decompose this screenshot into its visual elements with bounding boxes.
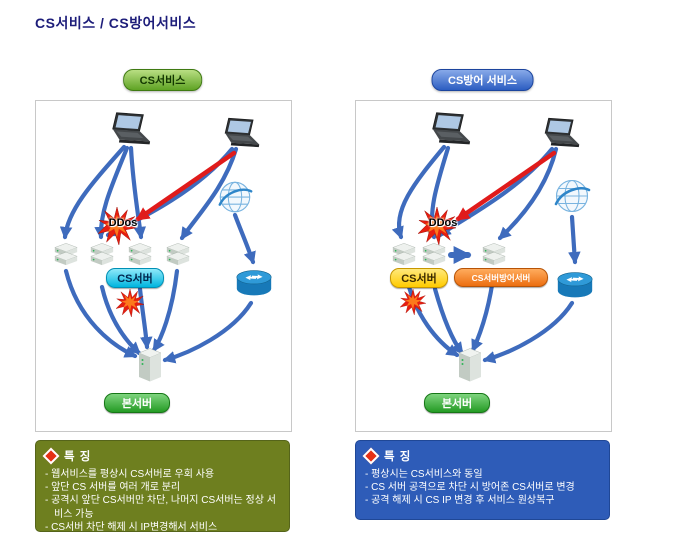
client-laptop-icon <box>112 112 151 145</box>
cs-server-label: CS서버 <box>106 268 164 288</box>
cs-server-cluster-icon <box>128 242 152 266</box>
feature-marker-icon <box>362 447 380 465</box>
feature-header-label: 특 징 <box>64 451 92 463</box>
diagram-panel-cs-service: DDos CS서버 본서버 <box>35 100 292 432</box>
cs-server-cluster-icon <box>422 242 446 266</box>
feature-box-cs-defense: 특 징 평상시는 CS서비스와 동일 CS 서버 공격으로 차단 시 방어존 C… <box>355 440 610 520</box>
column-cs-defense-service: CS방어 서비스 <box>355 0 612 555</box>
cs-server-cluster-icon <box>54 242 78 266</box>
page-title: CS서비스 / CS방어서비스 <box>35 15 197 31</box>
cs-server-label: CS서버 <box>390 268 448 288</box>
ddos-label: DDos <box>108 217 138 229</box>
feature-item: CS 서버 공격으로 차단 시 방어존 CS서버로 변경 <box>365 481 600 494</box>
diagram-panel-cs-defense: DDos CS서버 CS서버방어서버 본서버 <box>355 100 612 432</box>
block-burst-icon <box>400 289 426 315</box>
cs-server-cluster-icon <box>90 242 114 266</box>
internet-globe-icon <box>218 181 253 214</box>
attack-arrow <box>135 150 237 222</box>
ddos-label: DDos <box>428 217 458 229</box>
main-server-label: 본서버 <box>424 393 490 413</box>
panel-header-cs-service: CS서비스 <box>122 69 203 91</box>
feature-marker-icon <box>42 447 60 465</box>
feature-header: 특 징 <box>362 447 600 465</box>
feature-item: 공격시 앞단 CS서버만 차단, 나머지 CS서버는 정상 서비스 가능 <box>45 494 280 520</box>
panel-header-cs-defense: CS방어 서비스 <box>431 69 534 91</box>
feature-item: 평상시는 CS서비스와 동일 <box>365 468 600 481</box>
defense-server-cluster-icon <box>482 242 506 266</box>
column-cs-service: CS서비스 <box>35 0 292 555</box>
defense-server-label: CS서버방어서버 <box>454 268 548 287</box>
feature-box-cs-service: 특 징 웹서비스를 평상시 CS서버로 우회 사용 앞단 CS 서버를 여러 개… <box>35 440 290 534</box>
feature-item: 웹서비스를 평상시 CS서버로 우회 사용 <box>45 468 280 481</box>
traffic-arrows <box>59 144 256 364</box>
cs-server-cluster-icon <box>166 242 190 266</box>
feature-list: 웹서비스를 평상시 CS서버로 우회 사용 앞단 CS 서버를 여러 개로 분리… <box>45 468 280 534</box>
main-server-icon <box>138 348 162 382</box>
feature-header: 특 징 <box>42 447 280 465</box>
main-server-icon <box>458 348 482 382</box>
feature-item: CS서버 차단 해제 시 IP변경해서 서비스 <box>45 521 280 534</box>
router-icon <box>557 272 593 298</box>
attack-arrow <box>455 150 557 222</box>
main-server-label: 본서버 <box>104 393 170 413</box>
feature-list: 평상시는 CS서비스와 동일 CS 서버 공격으로 차단 시 방어존 CS서버로… <box>365 468 600 508</box>
client-laptop-icon <box>432 112 471 145</box>
feature-header-label: 특 징 <box>384 451 412 463</box>
feature-item: 공격 해제 시 CS IP 변경 후 서비스 원상복구 <box>365 494 600 507</box>
feature-item: 앞단 CS 서버를 여러 개로 분리 <box>45 481 280 494</box>
network-diagram-svg <box>54 112 272 382</box>
network-diagram-svg <box>391 112 593 382</box>
router-icon <box>236 270 272 296</box>
attacker-laptop-icon <box>544 117 580 148</box>
attacker-laptop-icon <box>224 117 260 148</box>
cs-server-cluster-icon <box>392 242 416 266</box>
internet-globe-icon <box>554 179 591 213</box>
